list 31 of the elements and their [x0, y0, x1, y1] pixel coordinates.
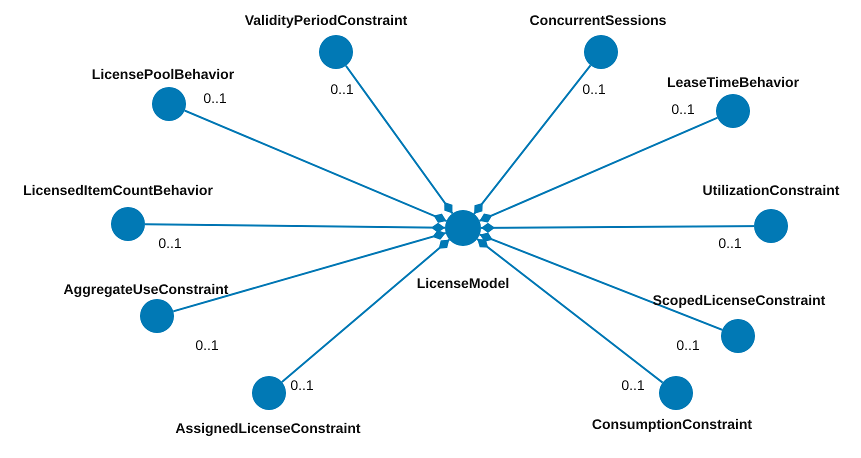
multiplicity-label: 0..1	[329, 81, 355, 97]
class-name: ScopedLicenseConstraint	[652, 292, 826, 308]
multiplicity-label: 0..1	[194, 337, 220, 353]
multiplicity-label: 0..1	[289, 377, 315, 393]
multiplicity-label: 0..1	[670, 101, 696, 117]
class-name: AssignedLicenseConstraint	[175, 420, 361, 436]
composition-line	[184, 110, 447, 223]
multiplicity-label: 0..1	[717, 235, 743, 251]
class-name: LicenseModel	[416, 275, 510, 291]
composition-line	[481, 222, 754, 233]
class-name: LeaseTimeBehavior	[666, 74, 800, 90]
composition-line	[345, 65, 454, 214]
class-name: LicensePoolBehavior	[92, 66, 234, 82]
class-name: ValidityPeriodConstraint	[244, 12, 408, 28]
class-name: ConsumptionConstraint	[592, 416, 752, 432]
composition-line	[144, 222, 446, 233]
composition-line	[479, 116, 718, 223]
class-name: UtilizationConstraint	[702, 182, 840, 198]
multiplicity-label: 0..1	[675, 337, 701, 353]
class-name: ConcurrentSessions	[530, 12, 666, 28]
composition-line	[479, 232, 723, 331]
composition-line	[473, 64, 592, 214]
composition-line	[476, 238, 664, 384]
composition-line	[173, 230, 446, 312]
class-name: AggregateUseConstraint	[64, 281, 228, 297]
multiplicity-label: 0..1	[157, 235, 183, 251]
multiplicity-label: 0..1	[581, 81, 607, 97]
multiplicity-label: 0..1	[620, 377, 646, 393]
composition-line	[281, 238, 450, 383]
multiplicity-label: 0..1	[202, 90, 228, 106]
class-name: LicensedItemCountBehavior	[23, 182, 213, 198]
